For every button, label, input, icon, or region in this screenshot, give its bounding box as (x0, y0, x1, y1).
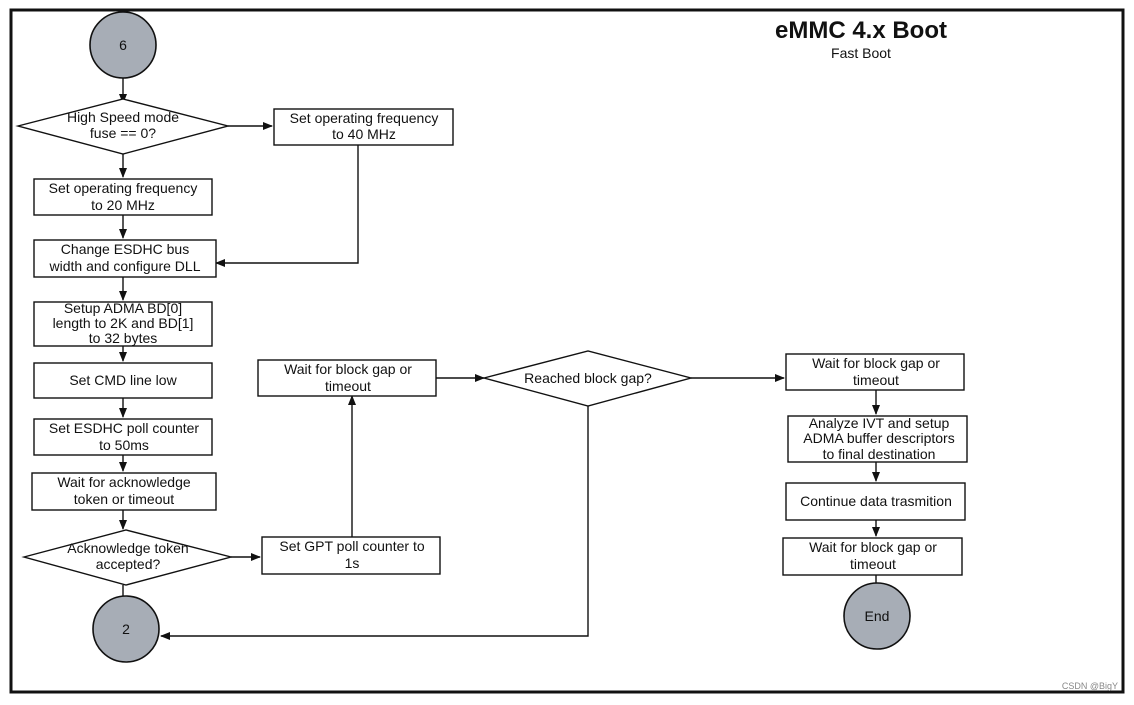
set-cmd-low-rect (33, 362, 213, 399)
wait-ack-line-2: token or timeout (74, 491, 174, 507)
connector-lines (119, 66, 880, 640)
setup-adma-line-3: to 32 bytes (89, 330, 158, 346)
analyze-ivt-line-1: Analyze IVT and setup (809, 415, 950, 431)
watermark: CSDN @BigY (1062, 681, 1118, 691)
high-speed-decision: High Speed mode fuse == 0? (15, 98, 231, 155)
wait-block-gap-1-line-2: timeout (325, 378, 371, 394)
high-speed-decision-line-2: fuse == 0? (90, 125, 156, 141)
wait-block-gap-3-rect (782, 537, 963, 576)
wait-block-gap-3-box: Wait for block gap or timeout (782, 537, 963, 576)
wait-ack-box: Wait for acknowledge token or timeout (31, 472, 217, 511)
set-freq-40-box: Set operating frequency to 40 MHz (273, 108, 454, 146)
continue-data-box: Continue data trasmition (785, 482, 966, 521)
goto-connector-circle (92, 595, 160, 663)
ack-decision-line-1: Acknowledge token (67, 540, 188, 556)
wait-block-gap-2-line-1: Wait for block gap or (812, 355, 940, 371)
setup-adma-rect (33, 301, 213, 347)
wait-block-gap-3-line-2: timeout (850, 556, 896, 572)
analyze-ivt-rect (787, 415, 968, 463)
wait-block-gap-1-box: Wait for block gap or timeout (257, 359, 437, 397)
setup-adma-box: Setup ADMA BD[0] length to 2K and BD[1] … (33, 300, 213, 347)
set-poll-counter-rect (33, 418, 213, 456)
setup-adma-line-2: length to 2K and BD[1] (53, 315, 194, 331)
set-poll-counter-line-1: Set ESDHC poll counter (49, 420, 200, 436)
reached-block-gap-decision: Reached block gap? (481, 350, 694, 407)
set-freq-40-line-2: to 40 MHz (332, 126, 396, 142)
set-gpt-rect (261, 536, 441, 575)
analyze-ivt-box: Analyze IVT and setup ADMA buffer descri… (787, 415, 968, 463)
set-cmd-low-label: Set CMD line low (69, 372, 177, 388)
change-bus-width-rect (33, 239, 217, 278)
goto-connector: 2 (92, 595, 160, 663)
start-connector: 6 (89, 11, 157, 79)
setup-adma-line-1: Setup ADMA BD[0] (64, 300, 182, 316)
ack-decision: Acknowledge token accepted? (21, 529, 234, 586)
wait-block-gap-2-rect (785, 353, 965, 391)
change-bus-width-box: Change ESDHC bus width and configure DLL (33, 239, 217, 278)
set-freq-40-line-1: Set operating frequency (290, 110, 439, 126)
set-freq-20-line-1: Set operating frequency (49, 180, 198, 196)
diagram-subtitle: Fast Boot (831, 45, 891, 61)
wait-block-gap-2-box: Wait for block gap or timeout (785, 353, 965, 391)
change-bus-width-line-2: width and configure DLL (49, 258, 201, 274)
high-speed-decision-shape (15, 98, 231, 155)
edge-reached-to-goto (160, 406, 589, 640)
reached-block-gap-shape (481, 350, 694, 407)
reached-block-gap-label: Reached block gap? (524, 370, 652, 386)
set-poll-counter-line-2: to 50ms (99, 437, 149, 453)
continue-data-rect (785, 482, 966, 521)
set-freq-20-box: Set operating frequency to 20 MHz (33, 178, 213, 216)
set-gpt-line-1: Set GPT poll counter to (279, 538, 424, 554)
wait-block-gap-1-line-1: Wait for block gap or (284, 361, 412, 377)
set-gpt-line-2: 1s (345, 555, 360, 571)
ack-decision-shape (21, 529, 234, 586)
set-cmd-low-box: Set CMD line low (33, 362, 213, 399)
wait-ack-line-1: Wait for acknowledge (57, 474, 191, 490)
start-connector-circle (89, 11, 157, 79)
wait-block-gap-1-rect (257, 359, 437, 397)
analyze-ivt-line-3: to final destination (823, 446, 936, 462)
wait-ack-rect (31, 472, 217, 511)
ack-decision-line-2: accepted? (96, 556, 161, 572)
change-bus-width-line-1: Change ESDHC bus (61, 241, 189, 257)
end-connector: End (843, 582, 911, 650)
diagram-title: eMMC 4.x Boot (775, 17, 947, 44)
analyze-ivt-line-2: ADMA buffer descriptors (803, 430, 954, 446)
set-gpt-box: Set GPT poll counter to 1s (261, 536, 441, 575)
end-connector-circle (843, 582, 911, 650)
edge-freq40-to-buswidth (215, 145, 359, 267)
goto-connector-label: 2 (122, 621, 130, 637)
wait-block-gap-3-line-1: Wait for block gap or (809, 539, 937, 555)
set-freq-40-rect (273, 108, 454, 146)
set-freq-20-rect (33, 178, 213, 216)
end-connector-label: End (865, 608, 890, 624)
high-speed-decision-line-1: High Speed mode (67, 109, 179, 125)
start-connector-label: 6 (119, 37, 127, 53)
wait-block-gap-2-line-2: timeout (853, 372, 899, 388)
continue-data-label: Continue data trasmition (800, 493, 952, 509)
set-poll-counter-box: Set ESDHC poll counter to 50ms (33, 418, 213, 456)
set-freq-20-line-2: to 20 MHz (91, 197, 155, 213)
